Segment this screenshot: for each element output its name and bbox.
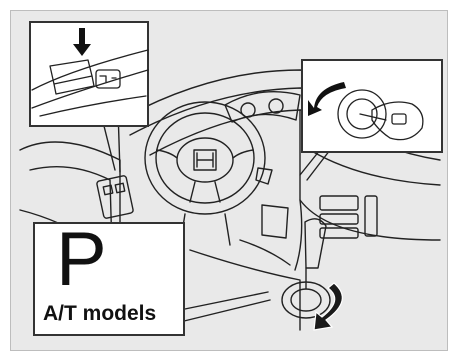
steering-wheel (145, 102, 265, 214)
model-caption: A/T models (43, 302, 156, 326)
key-closeup-inset (302, 60, 442, 152)
center-vents (320, 196, 358, 210)
gear-shifter (305, 219, 326, 268)
window-switch-panel (96, 175, 133, 218)
button-closeup-inset (30, 22, 148, 126)
brand-emblem (194, 150, 216, 170)
park-position-letter: P (56, 222, 107, 298)
